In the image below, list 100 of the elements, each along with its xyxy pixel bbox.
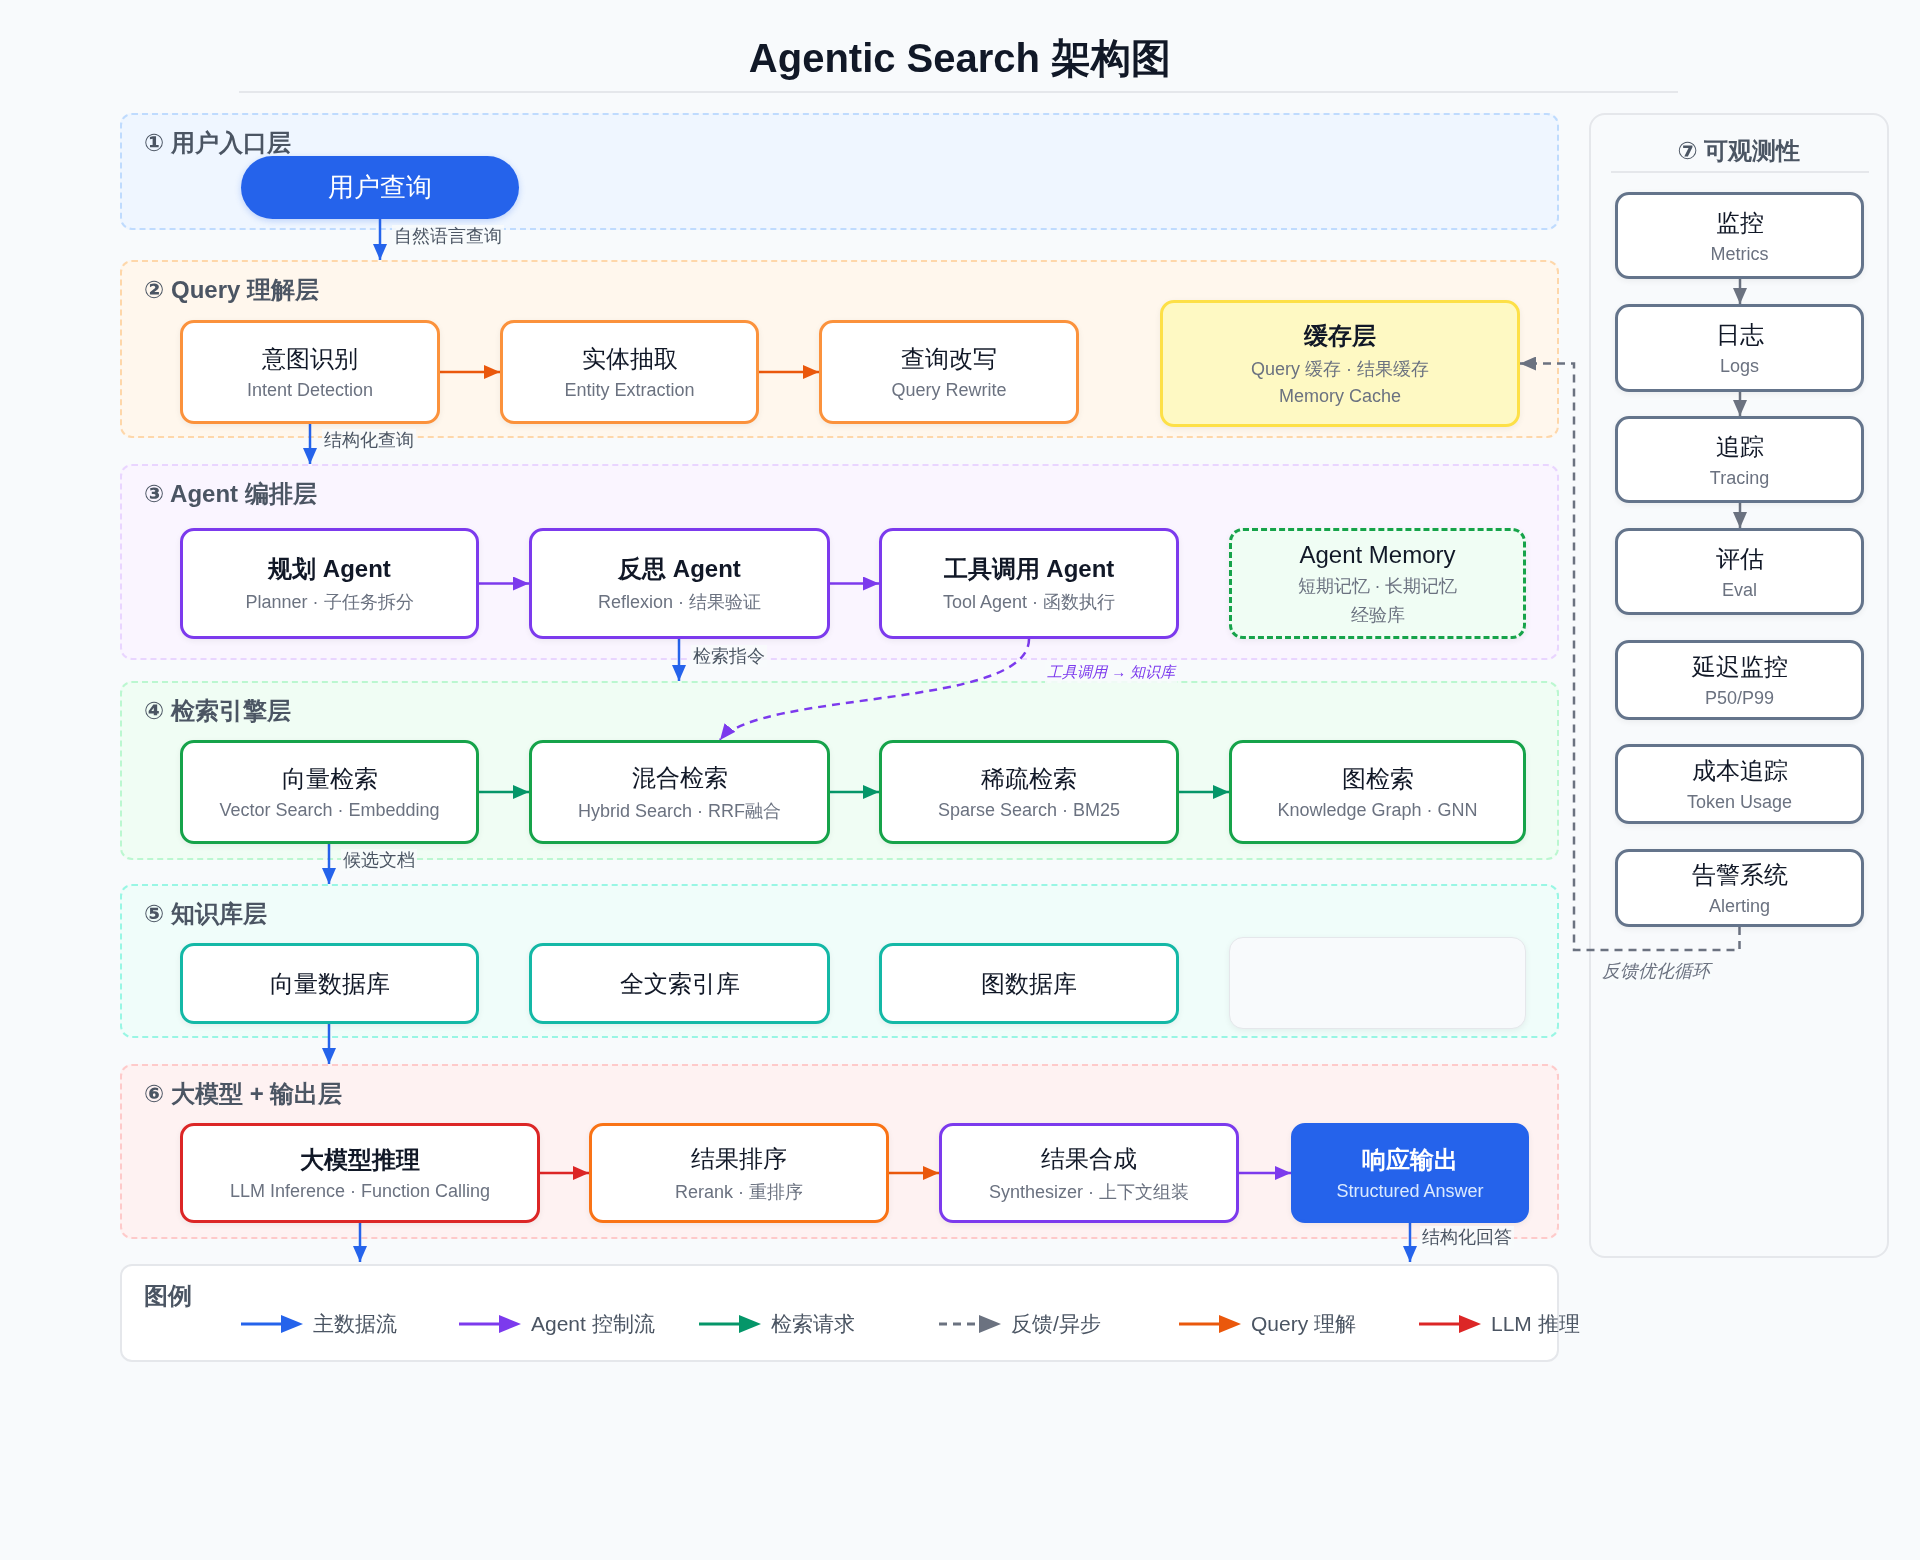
arrow — [1239, 1166, 1291, 1180]
edge-label: 候选文档 — [341, 849, 417, 871]
box-title: 延迟监控 — [1691, 652, 1788, 682]
box-title: 结果合成 — [1041, 1143, 1137, 1174]
legend-heading: 图例 — [144, 1281, 192, 1311]
monitor-box — [1615, 304, 1864, 392]
legend-label: 主数据流 — [313, 1311, 397, 1337]
box-subtitle: 短期记忆 · 长期记忆 — [1297, 574, 1458, 598]
box-subtitle: Vector Search · Embedding — [219, 800, 440, 821]
box-subtitle: Synthesizer · 上下文组装 — [988, 1180, 1189, 1204]
box-title: 响应输出 — [1362, 1145, 1458, 1175]
box-title: 意图识别 — [262, 344, 358, 374]
arrow — [322, 844, 336, 884]
process-box — [180, 320, 440, 424]
arrow — [1403, 1223, 1417, 1262]
output-box — [1291, 1123, 1529, 1223]
box-subtitle: Memory Cache — [1278, 386, 1401, 407]
box-title: 向量数据库 — [269, 968, 390, 999]
box-subtitle: Hybrid Search · RRF融合 — [577, 799, 781, 823]
arrow — [1733, 392, 1747, 416]
box-subtitle: 经验库 — [1350, 603, 1405, 627]
legend-label: Query 理解 — [1251, 1311, 1357, 1337]
box-title: 向量检索 — [281, 764, 378, 794]
box-title: 图检索 — [1341, 764, 1414, 794]
box-subtitle: P50/P99 — [1704, 688, 1775, 709]
box-title: 实体抽取 — [581, 344, 678, 374]
box-title: 工具调用 Agent — [943, 554, 1115, 584]
box-title: 反思 Agent — [618, 554, 741, 584]
box-subtitle: Planner · 子任务拆分 — [245, 591, 414, 614]
process-box — [180, 1123, 540, 1223]
process-box — [529, 740, 830, 844]
query-pill — [241, 156, 519, 219]
arrow — [719, 638, 1031, 741]
edge-label: 自然语言查询 — [392, 225, 504, 247]
arrow — [1520, 356, 1741, 952]
box-subtitle: Sparse Search · BM25 — [937, 800, 1121, 821]
edge-label: 工具调用 → 知识库 — [1045, 661, 1178, 683]
box-title: 稀疏检索 — [981, 764, 1077, 794]
cache-box — [1160, 300, 1520, 427]
arrow — [303, 424, 317, 464]
layer-heading: ② Query 理解层 — [144, 275, 320, 305]
box-subtitle: Reflexion · 结果验证 — [597, 591, 761, 614]
process-box — [500, 320, 759, 424]
box-subtitle: Structured Answer — [1336, 1181, 1484, 1202]
monitor-box — [1615, 849, 1864, 927]
box-subtitle: Intent Detection — [246, 380, 374, 401]
process-box — [180, 740, 479, 844]
layer-heading: ⑥ 大模型 + 输出层 — [144, 1079, 343, 1109]
edge-label: 反馈优化循环 — [1600, 960, 1712, 982]
box-title: 全文索引库 — [619, 968, 740, 999]
legend-label: LLM 推理 — [1491, 1311, 1580, 1337]
box-subtitle: Token Usage — [1686, 792, 1793, 813]
box-title: 结果排序 — [691, 1143, 787, 1174]
edge-label: 结构化回答 — [1420, 1226, 1514, 1248]
arrow — [1733, 503, 1747, 528]
box-title: 大模型推理 — [300, 1145, 420, 1175]
arrow — [373, 219, 387, 260]
arrow — [830, 576, 879, 591]
legend-label: 检索请求 — [771, 1311, 855, 1337]
monitor-box — [1615, 416, 1864, 503]
box-title: 图数据库 — [981, 968, 1077, 999]
box-title: Agent Memory — [1299, 540, 1456, 569]
box-title: 缓存层 — [1304, 321, 1376, 351]
agent-box — [879, 528, 1179, 639]
box-title: 评估 — [1715, 543, 1764, 574]
process-box — [879, 740, 1179, 844]
observability-panel — [1589, 113, 1889, 1258]
box-title: 追踪 — [1715, 431, 1764, 462]
arrow — [1733, 279, 1747, 304]
box-subtitle: Alerting — [1709, 896, 1770, 917]
process-box — [819, 320, 1079, 424]
box-title: 监控 — [1715, 207, 1764, 238]
agent-box — [180, 528, 479, 639]
box-subtitle: Knowledge Graph · GNN — [1277, 800, 1478, 821]
panel-heading: ⑦ 可观测性 — [1676, 136, 1802, 166]
box-title: 混合检索 — [631, 762, 728, 793]
box-title: 成本追踪 — [1691, 756, 1788, 786]
monitor-box — [1615, 528, 1864, 615]
layer-band — [120, 884, 1559, 1038]
arrow — [479, 576, 529, 591]
monitor-box — [1615, 192, 1864, 279]
arrow — [440, 365, 500, 379]
box-subtitle: Metrics — [1710, 243, 1769, 265]
box-title: 日志 — [1715, 320, 1764, 350]
arrow — [322, 1024, 336, 1064]
layer-heading: ① 用户入口层 — [144, 128, 291, 158]
box-subtitle: Query 缓存 · 结果缓存 — [1251, 358, 1429, 381]
database-box — [180, 943, 479, 1024]
box-subtitle: Entity Extraction — [564, 380, 695, 401]
box-subtitle: LLM Inference · Function Calling — [229, 1181, 491, 1202]
box-subtitle: Tool Agent · 函数执行 — [942, 591, 1116, 614]
box-subtitle: Logs — [1719, 356, 1759, 377]
process-box — [939, 1123, 1239, 1223]
pill-label: 用户查询 — [328, 171, 432, 204]
monitor-box — [1615, 640, 1864, 720]
box-subtitle: Tracing — [1709, 467, 1770, 489]
edge-label: 检索指令 — [691, 645, 767, 667]
legend-label: Agent 控制流 — [531, 1311, 655, 1337]
arrow — [540, 1166, 589, 1180]
edge-label: 结构化查询 — [322, 429, 416, 451]
